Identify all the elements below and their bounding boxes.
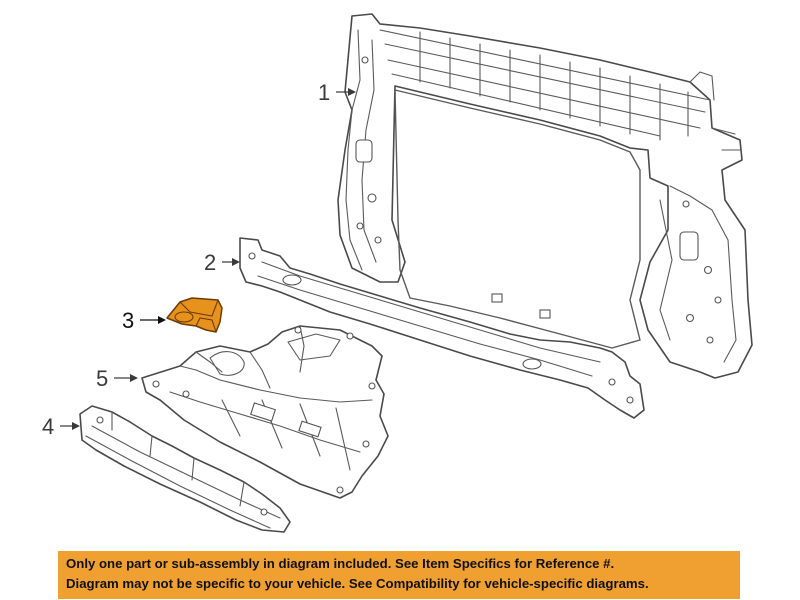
callout-number-1: 1 xyxy=(318,80,330,105)
lower-tie-bar xyxy=(239,237,645,419)
splash-shield xyxy=(141,325,389,499)
disclaimer-line-1: Only one part or sub-assembly in diagram… xyxy=(66,556,615,571)
callout-2: 2 xyxy=(204,250,240,275)
air-deflector xyxy=(79,405,291,533)
callout-3: 3 xyxy=(122,308,166,333)
bracket-highlighted xyxy=(166,297,223,333)
radiator-support-frame xyxy=(337,13,753,379)
callout-4: 4 xyxy=(42,414,80,439)
callout-number-2: 2 xyxy=(204,250,216,275)
disclaimer-banner: Only one part or sub-assembly in diagram… xyxy=(58,551,740,599)
callout-5: 5 xyxy=(96,366,138,391)
disclaimer-line-2: Diagram may not be specific to your vehi… xyxy=(66,576,649,591)
callout-1: 1 xyxy=(318,80,356,105)
callout-number-5: 5 xyxy=(96,366,108,391)
callout-number-4: 4 xyxy=(42,414,54,439)
callout-number-3: 3 xyxy=(122,308,134,333)
